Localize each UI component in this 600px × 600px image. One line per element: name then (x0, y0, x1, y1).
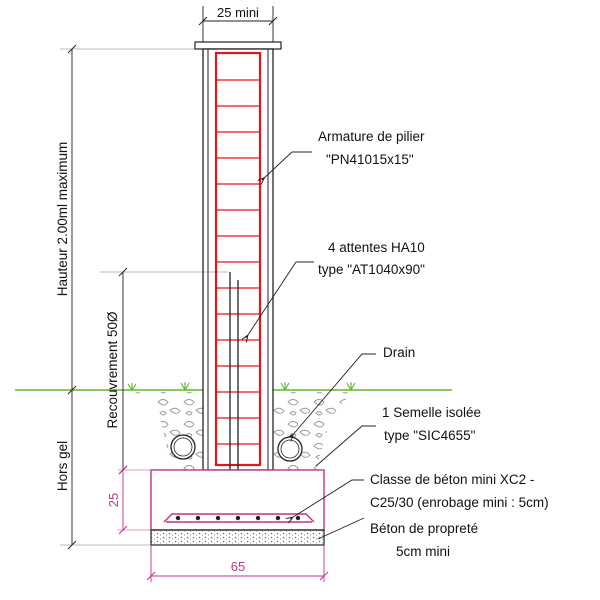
proprete-label-line2: 5cm mini (396, 544, 450, 559)
semelle-label-line1: 1 Semelle isolée (382, 405, 481, 420)
lean-concrete-layer (150, 529, 325, 546)
frost-depth-dimension: Hors gel (55, 385, 151, 550)
height-label: Hauteur 2.00ml maximum (55, 142, 70, 297)
footing-bar (275, 515, 281, 521)
top-width-label: 25 mini (217, 5, 259, 20)
footing-width-label: 65 (231, 559, 245, 574)
leader-lines (246, 151, 376, 540)
footing-bar (255, 515, 261, 521)
drain-label: Drain (383, 345, 415, 360)
top-width-dimension: 25 mini (198, 5, 278, 42)
semelle-label-line2: type "SIC4655" (384, 428, 476, 443)
footing (150, 469, 325, 531)
footing-bar (215, 515, 221, 521)
footing-bar (195, 515, 201, 521)
height-dimension: Hauteur 2.00ml maximum (55, 44, 195, 390)
annotations: Armature de pilier "PN41015x15" 4 attent… (318, 129, 549, 559)
footing-height-label: 25 (106, 493, 121, 507)
armature-label-line1: Armature de pilier (318, 129, 425, 144)
drain-pipe-right (277, 436, 303, 462)
overlap-label: Recouvrement 50Ø (105, 311, 120, 429)
armature-label-line2: "PN41015x15" (326, 152, 414, 167)
classe-label-line1: Classe de béton mini XC2 - (370, 472, 534, 487)
footing-bar (175, 515, 181, 521)
footing-bar (235, 515, 241, 521)
attentes-label-line2: type "AT1040x90" (318, 262, 425, 277)
frost-depth-label: Hors gel (55, 441, 70, 491)
classe-label-line2: C25/30 (enrobage mini : 5cm) (370, 495, 549, 510)
footing-bar (295, 515, 301, 521)
footing-width-dimension: 65 (146, 545, 329, 582)
footing-height-dimension: 25 (106, 465, 151, 535)
drain-pipe-left (170, 434, 196, 460)
attentes-label-line1: 4 attentes HA10 (328, 240, 425, 255)
proprete-label-line1: Béton de propreté (370, 521, 478, 536)
